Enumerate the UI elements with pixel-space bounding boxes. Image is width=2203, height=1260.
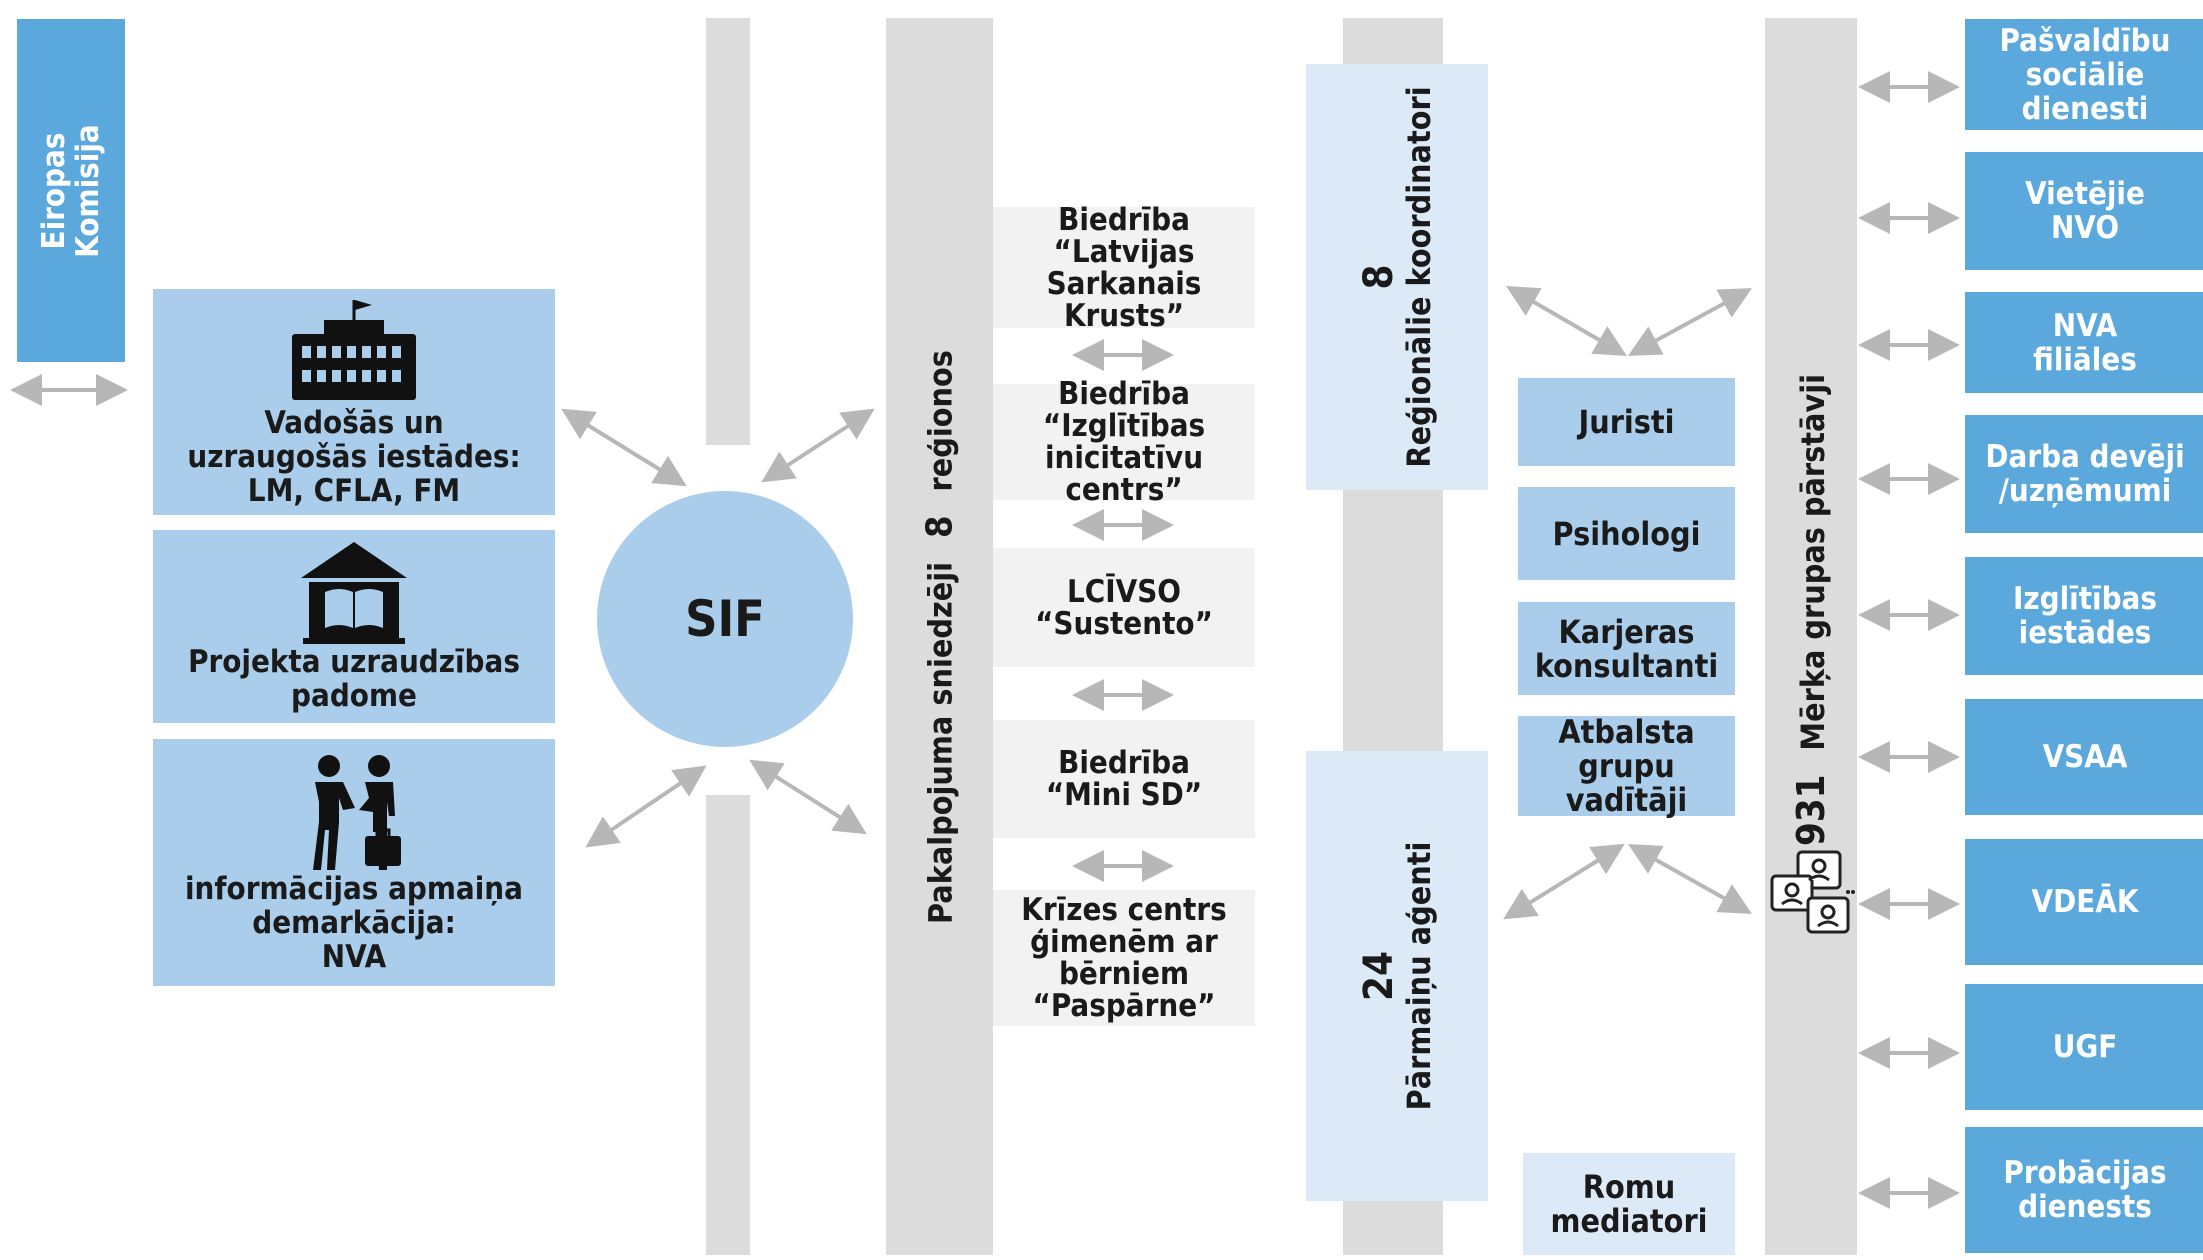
partner-label: VSAA <box>2042 739 2128 775</box>
handshake-people-icon <box>313 754 401 870</box>
roma-mediators-label: Romu mediatori <box>1550 1168 1708 1240</box>
provider-label: Krīzes centrs ģimenēm ar bērniem “Paspār… <box>1021 892 1227 1024</box>
specialist-label: Karjeras konsultanti <box>1534 612 1719 685</box>
partner-label: Vietējie NVO <box>2025 176 2145 246</box>
specialist-box: Atbalsta grupu vadītāji <box>1518 713 1735 819</box>
partner-label: VDEĀK <box>2031 884 2139 920</box>
arrow <box>1628 844 1752 914</box>
eu-commission-box: Eiropas Komisija <box>17 19 125 362</box>
provider-box: Biedrība “Latvijas Sarkanais Krusts” <box>993 204 1255 332</box>
specialist-box: Psihologi <box>1518 487 1735 580</box>
partner-label: Pašvaldību sociālie dienesti <box>1999 22 2171 127</box>
arrow <box>585 765 707 848</box>
governing-bodies-box: Vadošās un uzraugošās iestādes: LM, CFLA… <box>153 289 555 515</box>
specialist-label: Juristi <box>1578 403 1675 441</box>
information-exchange-label: informācijas apmaiņa demarkācija: NVA <box>185 870 523 975</box>
partner-box: Pašvaldību sociālie dienesti <box>1965 19 2203 130</box>
partner-box: Vietējie NVO <box>1965 152 2203 270</box>
provider-box: Biedrība “Mini SD” <box>993 720 1255 838</box>
arrow <box>1627 288 1753 356</box>
specialist-box: Karjeras konsultanti <box>1518 602 1735 695</box>
target-group-bar <box>1765 18 1857 1255</box>
partner-label: NVA filiāles <box>2033 307 2137 378</box>
partner-box: Darba devēji /uzņēmumi <box>1965 415 2203 533</box>
partner-label: Izglītības iestādes <box>2013 581 2157 651</box>
sif-bar-top <box>706 18 750 445</box>
arrow <box>1506 285 1627 357</box>
information-exchange-box: informācijas apmaiņa demarkācija: NVA <box>153 739 555 986</box>
specialist-label: Atbalsta grupu vadītāji <box>1558 713 1695 819</box>
partner-box: UGF <box>1965 984 2203 1110</box>
supervisory-board-label: Projekta uzraudzības padome <box>188 644 520 714</box>
sif-circle: SIF <box>597 491 853 747</box>
provider-label: Biedrība “Izglītības inicitatīvu centrs” <box>1042 376 1206 508</box>
provider-box: Krīzes centrs ģimenēm ar bērniem “Paspār… <box>993 890 1255 1026</box>
supervisory-board-box: Projekta uzraudzības padome <box>153 530 555 723</box>
partner-box: VDEĀK <box>1965 839 2203 965</box>
roma-mediators-box: Romu mediatori <box>1523 1153 1735 1255</box>
sif-label: SIF <box>685 590 765 648</box>
provider-box: LCĪVSO “Sustento” <box>993 548 1255 667</box>
regional-coordinators-box: 8 Reģionālie koordinatori <box>1306 64 1488 490</box>
specialist-box: Juristi <box>1518 378 1735 466</box>
sif-bar-bottom <box>706 795 750 1255</box>
service-providers-bar: Pakalpojuma sniedzēji 8 reģionos <box>886 18 993 1255</box>
partner-box: NVA filiāles <box>1965 292 2203 393</box>
partner-box: VSAA <box>1965 699 2203 815</box>
arrow <box>749 759 867 835</box>
provider-label: Biedrība “Mini SD” <box>1045 745 1203 813</box>
provider-label: LCĪVSO “Sustento” <box>1035 573 1213 642</box>
chat-people-icon <box>1770 850 1855 934</box>
change-agents-box: 24 Pārmaiņu aģenti <box>1306 751 1488 1201</box>
partner-label: Darba devēji /uzņēmumi <box>1985 439 2185 509</box>
arrow <box>761 408 875 483</box>
provider-label: Biedrība “Latvijas Sarkanais Krusts” <box>1046 201 1202 334</box>
partner-box: Probācijas dienests <box>1965 1127 2203 1253</box>
provider-box: Biedrība “Izglītības inicitatīvu centrs” <box>993 378 1255 506</box>
arrow <box>561 408 687 487</box>
partner-box: Izglītības iestādes <box>1965 557 2203 675</box>
government-building-icon <box>292 300 416 400</box>
governing-bodies-label: Vadošās un uzraugošās iestādes: LM, CFLA… <box>187 405 521 509</box>
arrow <box>1503 843 1625 920</box>
partner-label: Probācijas dienests <box>2003 1155 2167 1225</box>
institution-building-icon <box>301 542 407 644</box>
specialist-label: Psihologi <box>1552 514 1701 553</box>
partner-label: UGF <box>2052 1029 2118 1065</box>
